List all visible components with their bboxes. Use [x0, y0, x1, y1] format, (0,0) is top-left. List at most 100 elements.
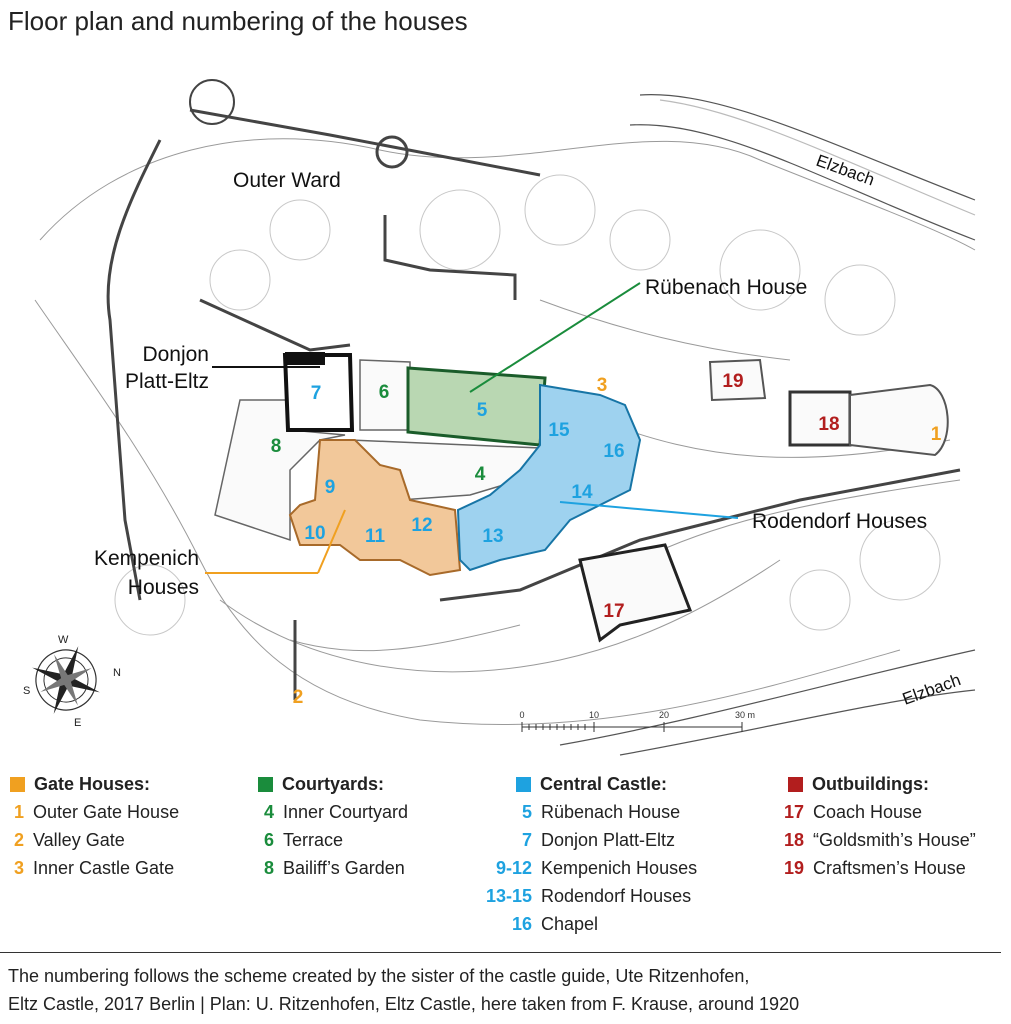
number-1: 1 [931, 424, 942, 445]
legend-item-label: Terrace [283, 830, 344, 850]
legend-outbuildings-heading: Outbuildings: [788, 770, 976, 798]
terrain-sketch [34, 138, 976, 726]
legend-gate-heading: Gate Houses: [10, 770, 179, 798]
legend-item-label: Coach House [813, 802, 923, 822]
donjon-platt-eltz [282, 353, 355, 432]
legend-item-number: 18 [783, 830, 804, 850]
scale-tick-10: 10 [589, 710, 599, 720]
legend-item-number: 9-12 [495, 858, 532, 878]
number-19: 19 [722, 371, 743, 392]
number-4: 4 [475, 464, 486, 485]
legend-item-number: 16 [511, 914, 532, 934]
house-numbers: 1 2 3 4 5 6 7 8 9 10 11 12 13 14 15 16 1… [271, 371, 942, 708]
donjon-label-line1: Donjon [142, 343, 209, 366]
kempenich-label-line2: Houses [128, 576, 199, 599]
number-10: 10 [304, 523, 325, 544]
number-9: 9 [325, 477, 336, 498]
number-11: 11 [365, 526, 386, 547]
outer-walls [106, 108, 961, 700]
number-16: 16 [603, 441, 624, 462]
number-7: 7 [311, 383, 322, 404]
number-6: 6 [379, 382, 390, 403]
legend-item-number: 17 [783, 802, 804, 822]
legend-gate-houses: Gate Houses: 1 Outer Gate House 2 Valley G… [10, 770, 179, 882]
round-tower [375, 135, 409, 169]
legend-item-number: 2 [13, 830, 24, 850]
elzbach-river-bottom [559, 649, 976, 756]
legend-item-number: 8 [263, 858, 274, 878]
castle-floor-plan: Outer Ward Rübenach House Donjon Platt-E… [23, 79, 976, 756]
legend-item-number: 6 [263, 830, 274, 850]
donjon-roof [285, 352, 325, 365]
legend-item: 4 Inner Courtyard [258, 798, 408, 826]
scale-tick-0: 0 [519, 710, 524, 720]
legend-item-label: Valley Gate [33, 830, 125, 850]
gate-color-swatch [10, 776, 25, 792]
footer-line-2: Eltz Castle, 2017 Berlin | Plan: U. Ritz… [8, 994, 800, 1014]
legend-item-label: Bailiff’s Garden [283, 858, 405, 878]
legend-item-number: 7 [521, 830, 532, 850]
legend-item-number: 1 [13, 802, 24, 822]
corner-tower [189, 79, 235, 125]
coach-house [578, 543, 693, 643]
scale-tick-20: 20 [659, 710, 669, 720]
legend-item-label: “Goldsmith’s House” [813, 830, 976, 850]
legend-outbuildings: Outbuildings: 17 Coach House 18 “Goldsmith… [784, 770, 976, 882]
legend-outbuildings-heading-text: Outbuildings: [812, 774, 929, 794]
legend-item: 1 Outer Gate House [10, 798, 179, 826]
number-12: 12 [411, 515, 432, 536]
legend-item-number: 13-15 [485, 886, 532, 906]
legend-item-number: 19 [783, 858, 804, 878]
compass-n-label: N [113, 667, 121, 679]
legend-item-label: Craftsmen’s House [813, 858, 966, 878]
rodendorf-houses [456, 383, 642, 572]
rubenach-label: Rübenach House [645, 276, 807, 299]
number-2: 2 [293, 687, 304, 708]
legend-item-label: Outer Gate House [33, 802, 180, 822]
legend-central-heading: Central Castle: [516, 770, 697, 798]
elzbach-label-bottom: Elzbach [900, 670, 963, 709]
legend-item: 19 Craftsmen’s House [784, 854, 976, 882]
number-14: 14 [571, 482, 593, 503]
scale-bar [521, 722, 743, 732]
craftsmens-house [708, 358, 767, 402]
kempenich-leader-d [317, 509, 346, 574]
scale-tick-30: 30 m [735, 710, 755, 720]
number-8: 8 [271, 436, 282, 457]
legend-courtyards-heading: Courtyards: [258, 770, 408, 798]
number-5: 5 [477, 400, 488, 421]
legend-item: 18 “Goldsmith’s House” [784, 826, 976, 854]
kempenich-label-line1: Kempenich [94, 547, 199, 570]
number-13: 13 [482, 526, 503, 547]
legend-item: 8 Bailiff’s Garden [258, 854, 408, 882]
legend-item-label: Inner Courtyard [283, 802, 409, 822]
legend-central-heading-text: Central Castle: [540, 774, 668, 794]
number-3: 3 [597, 375, 608, 396]
footer-line-1: The numbering follows the scheme created… [8, 966, 750, 986]
legend-gate-heading-text: Gate Houses: [34, 774, 151, 794]
legend-item: 6 Terrace [258, 826, 408, 854]
elzbach-river-top [629, 94, 976, 241]
page-title: Floor plan and numbering of the houses [8, 6, 468, 36]
outbuilding-color-swatch [788, 776, 803, 792]
legend-item-number: 4 [263, 802, 274, 822]
rodendorf-leader [559, 501, 739, 519]
legend-item-number: 3 [13, 858, 24, 878]
compass-e-label: E [74, 717, 81, 729]
legend-courtyards-heading-text: Courtyards: [282, 774, 385, 794]
outer-gate-area [849, 383, 949, 457]
rubenach-leader [469, 282, 641, 393]
legend-item: 2 Valley Gate [10, 826, 179, 854]
outer-ward-label: Outer Ward [233, 169, 341, 192]
compass-w-label: W [58, 634, 69, 646]
legend-item: 17 Coach House [784, 798, 976, 826]
compass-rose [32, 646, 100, 714]
footer-divider [0, 952, 1001, 953]
legend-item-number: 5 [521, 802, 532, 822]
